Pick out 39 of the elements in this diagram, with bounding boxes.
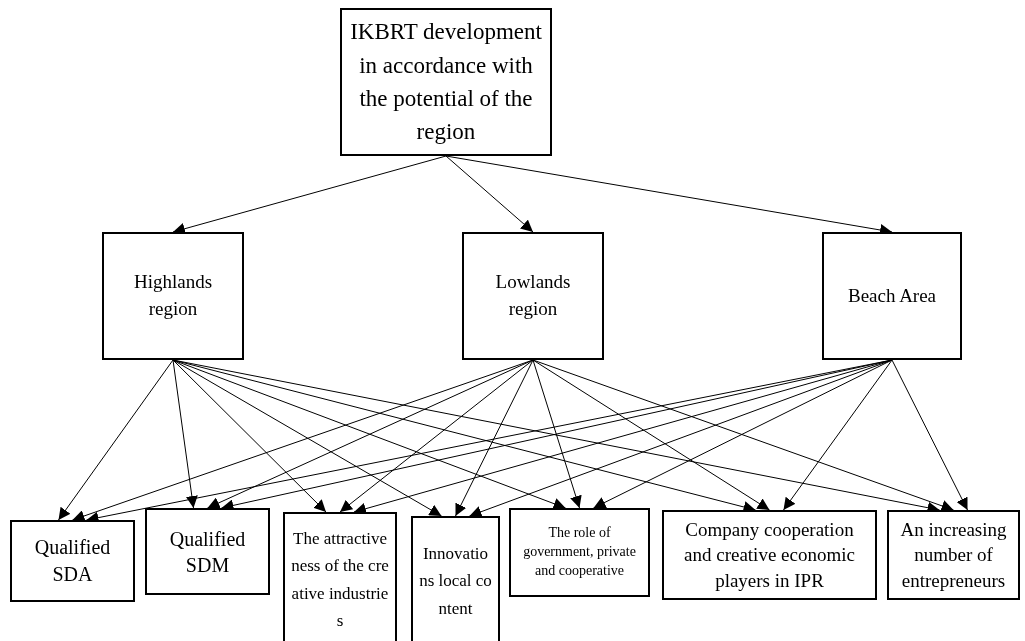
process-box [662, 510, 877, 600]
process-box [509, 508, 650, 597]
box-label: Company cooperation and creative economic players in IPR [683, 517, 856, 593]
process-box [10, 520, 135, 602]
arrow [172, 359, 198, 509]
arrow [532, 359, 954, 512]
arrow [891, 359, 968, 511]
process-box [887, 510, 1020, 600]
box-label: Innovations local content [419, 543, 492, 620]
process-box [411, 516, 500, 641]
box-label: Beach Area [847, 283, 937, 308]
box-label: Highlands region [132, 270, 214, 321]
box-label: An increasing number of entrepreneurs [899, 517, 1008, 593]
title-box [340, 8, 552, 156]
arrow [172, 359, 442, 517]
process-box [102, 232, 244, 360]
box-label: IKBRT development in accordance with the potential of the region [350, 18, 542, 147]
arrow [445, 155, 534, 233]
arrow [72, 359, 534, 522]
arrow [469, 359, 893, 518]
arrow [532, 359, 770, 511]
process-box [462, 232, 604, 360]
arrow [593, 359, 893, 509]
process-box [822, 232, 962, 360]
box-label: Qualified SDA [33, 535, 112, 587]
arrow [58, 359, 174, 521]
process-box [145, 508, 270, 595]
box-label: The attractiveness of the creative industries [291, 528, 389, 632]
arrow [455, 359, 534, 517]
arrow [339, 359, 534, 513]
box-label: Lowlands region [494, 270, 572, 321]
arrow [172, 359, 327, 513]
arrow [207, 359, 534, 509]
process-box [283, 512, 397, 641]
arrow [783, 359, 893, 511]
box-label: Qualified SDM [168, 526, 247, 578]
arrow [172, 155, 447, 235]
box-label: The role of government, private and cooperative [522, 524, 637, 580]
arrow [532, 359, 582, 509]
